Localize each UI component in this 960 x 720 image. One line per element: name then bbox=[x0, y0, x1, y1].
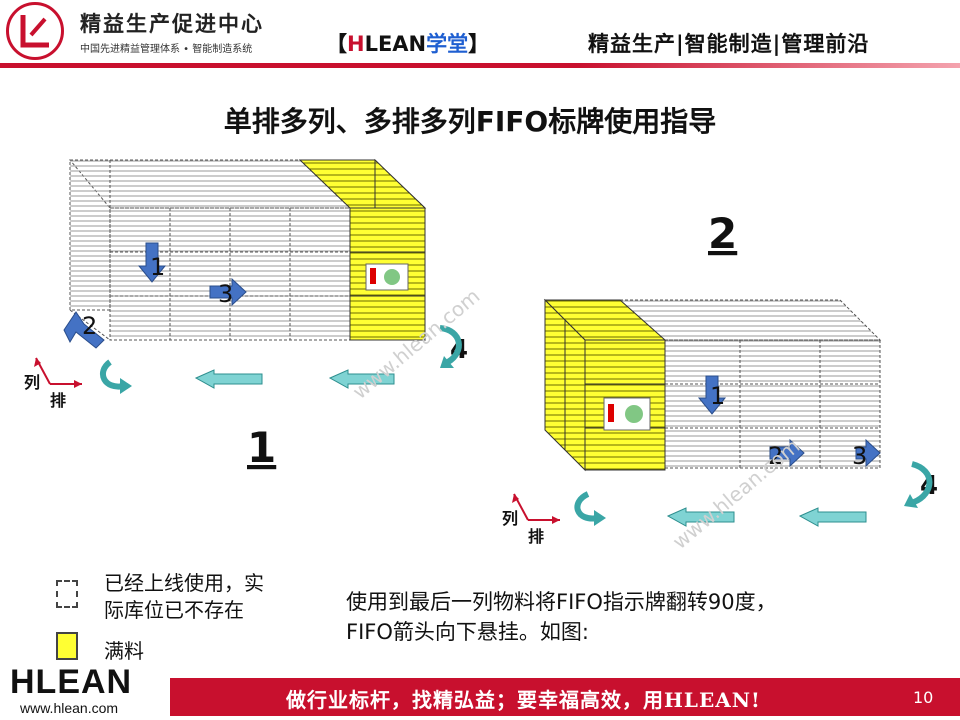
legend-full-swatch bbox=[56, 632, 78, 660]
legend-used-line2: 际库位已不存在 bbox=[104, 598, 244, 622]
instruction-text: 使用到最后一列物料将FIFO指示牌翻转90度， FIFO箭头向下悬挂。如图: bbox=[346, 587, 777, 647]
legend-full-text: 满料 bbox=[104, 639, 144, 663]
scene2-arrow-right-1-icon bbox=[769, 438, 805, 468]
fifo-arrow-icon bbox=[370, 268, 376, 284]
page-number: 10 bbox=[913, 688, 934, 707]
scene1-label-1: 1 bbox=[150, 253, 165, 281]
scene2-axis-col-label: 列 bbox=[502, 509, 518, 528]
scene2-curved-arrow-icon bbox=[911, 461, 933, 505]
scene2-axis: 列 排 bbox=[502, 493, 560, 546]
scene1-arrow-diag-icon bbox=[63, 311, 105, 349]
scene2-axis-row-label: 排 bbox=[528, 527, 544, 546]
scene1-arrow-right-icon bbox=[209, 277, 247, 307]
header-brand: 【HLEAN学堂】 bbox=[326, 28, 489, 58]
scene1-label-3: 3 bbox=[218, 280, 233, 308]
scene2-label-3: 3 bbox=[852, 442, 867, 470]
logo-subtitle: 中国先进精益管理体系 • 智能制造系统 bbox=[80, 44, 253, 55]
brand-xuetang: 学堂 bbox=[426, 32, 469, 56]
scene1-label-2: 2 bbox=[82, 312, 97, 340]
scene1-curved-arrow-2-icon bbox=[100, 359, 125, 390]
scene2-full-columns bbox=[543, 298, 667, 472]
scene2-flow-arrow-1-icon bbox=[798, 507, 867, 527]
instruction-line1: 使用到最后一列物料将FIFO指示牌翻转90度， bbox=[346, 590, 777, 614]
brand-rest: LEAN bbox=[364, 32, 427, 56]
scene1-arrow-down-icon bbox=[137, 242, 167, 283]
scene2-arrow-right-2-icon bbox=[855, 438, 881, 468]
scene1-rack bbox=[68, 159, 352, 341]
bracket-open: 【 bbox=[326, 32, 347, 56]
footer-brand: HLEAN bbox=[10, 663, 133, 701]
legend-used-swatch bbox=[56, 580, 78, 608]
header-tagline: 精益生产|智能制造|管理前沿 bbox=[588, 32, 870, 56]
logo-title: 精益生产促进中心 bbox=[80, 12, 264, 36]
scene1-flow-arrow-1-icon bbox=[328, 369, 395, 389]
scene2-arrow-down-icon bbox=[697, 375, 727, 415]
scene1-curved-arrow-icon bbox=[439, 325, 462, 365]
footer-slogan: 做行业标杆，找精弘益；要幸福高效，用HLEAN! bbox=[286, 688, 761, 712]
header-divider bbox=[0, 63, 960, 68]
scene1-full-column bbox=[298, 158, 427, 342]
fifo-arrow-down-icon bbox=[608, 404, 614, 422]
legend-used-line1: 已经上线使用，实 bbox=[104, 571, 264, 595]
brand-h: H bbox=[347, 32, 365, 56]
legend-used-text: 已经上线使用，实 际库位已不存在 bbox=[104, 570, 264, 624]
scene2-curved-arrow-2-icon bbox=[574, 491, 599, 522]
footer-url[interactable]: www.hlean.com bbox=[20, 700, 119, 716]
scene1-flow-arrow-2-icon bbox=[194, 369, 263, 389]
scene2-label-1: 1 bbox=[710, 382, 725, 410]
scene1-axis: 列 排 bbox=[24, 357, 82, 410]
scene1-axis-col-label: 列 bbox=[24, 373, 40, 392]
instruction-line2: FIFO箭头向下悬挂。如图: bbox=[346, 620, 589, 644]
footer-bar bbox=[170, 678, 960, 716]
scene2-label-2: 2 bbox=[768, 442, 783, 470]
page-title: 单排多列、多排多列FIFO标牌使用指导 bbox=[223, 105, 717, 138]
scene1-step-number: 1 bbox=[247, 423, 276, 472]
scene1-axis-row-label: 排 bbox=[50, 391, 66, 410]
header: 精益生产促进中心 中国先进精益管理体系 • 智能制造系统 【HLEAN学堂】 精… bbox=[0, 0, 960, 72]
scene2-flow-arrow-2-icon bbox=[666, 507, 735, 527]
scene2-rack bbox=[608, 299, 882, 469]
bracket-close: 】 bbox=[468, 32, 490, 56]
logo-icon bbox=[6, 2, 64, 60]
scene2-step-number: 2 bbox=[708, 209, 737, 258]
